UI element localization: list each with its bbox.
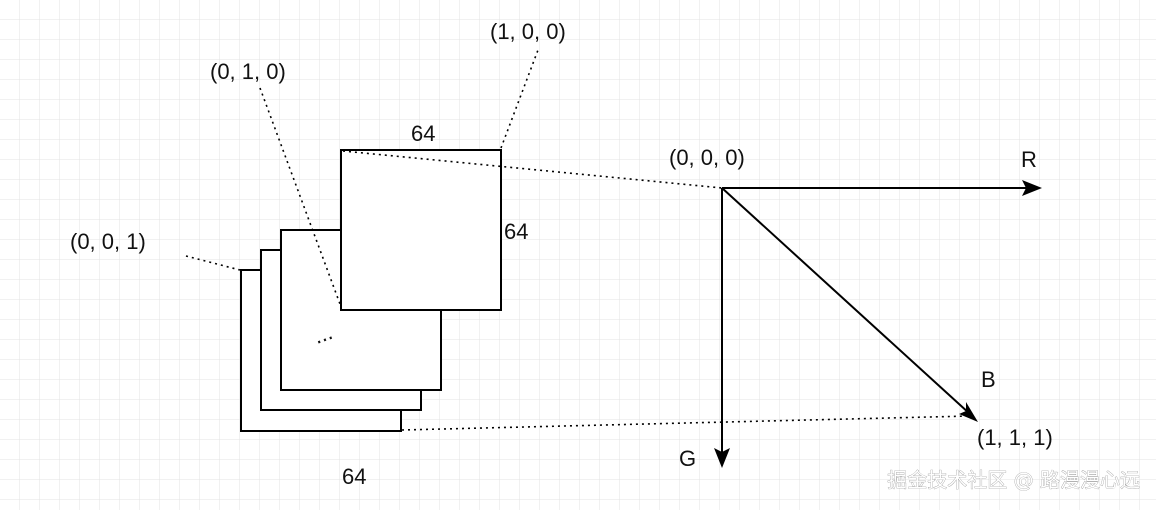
slice-front [340, 149, 502, 311]
axis-label-g: G [679, 446, 696, 471]
corner-label-000: (0, 0, 0) [669, 145, 745, 170]
axis-r-arrowhead [1022, 180, 1042, 196]
corner-label-100: (1, 0, 0) [490, 19, 566, 44]
axis-arrowheads [714, 180, 1042, 468]
leader-010 [259, 87, 341, 305]
corner-label-001: (0, 0, 1) [70, 229, 146, 254]
axis-b-line [721, 187, 971, 415]
axis-g-arrowhead [714, 448, 730, 468]
axis-b-arrowhead [959, 402, 978, 422]
axis-label-r: R [1021, 147, 1037, 172]
slice-stack [240, 149, 502, 432]
corner-label-111: (1, 1, 1) [977, 425, 1053, 450]
leader-lines [185, 49, 971, 431]
dimension-label-depth: 64 [342, 464, 366, 489]
watermark-text: 掘金技术社区 @ 路漫漫心远 [887, 468, 1140, 492]
axis-label-b: B [981, 367, 996, 392]
corner-label-010: (0, 1, 0) [210, 59, 286, 84]
dimension-label-height: 64 [504, 219, 528, 244]
rgb-axes [721, 187, 1030, 456]
dimension-label-width: 64 [411, 121, 435, 146]
